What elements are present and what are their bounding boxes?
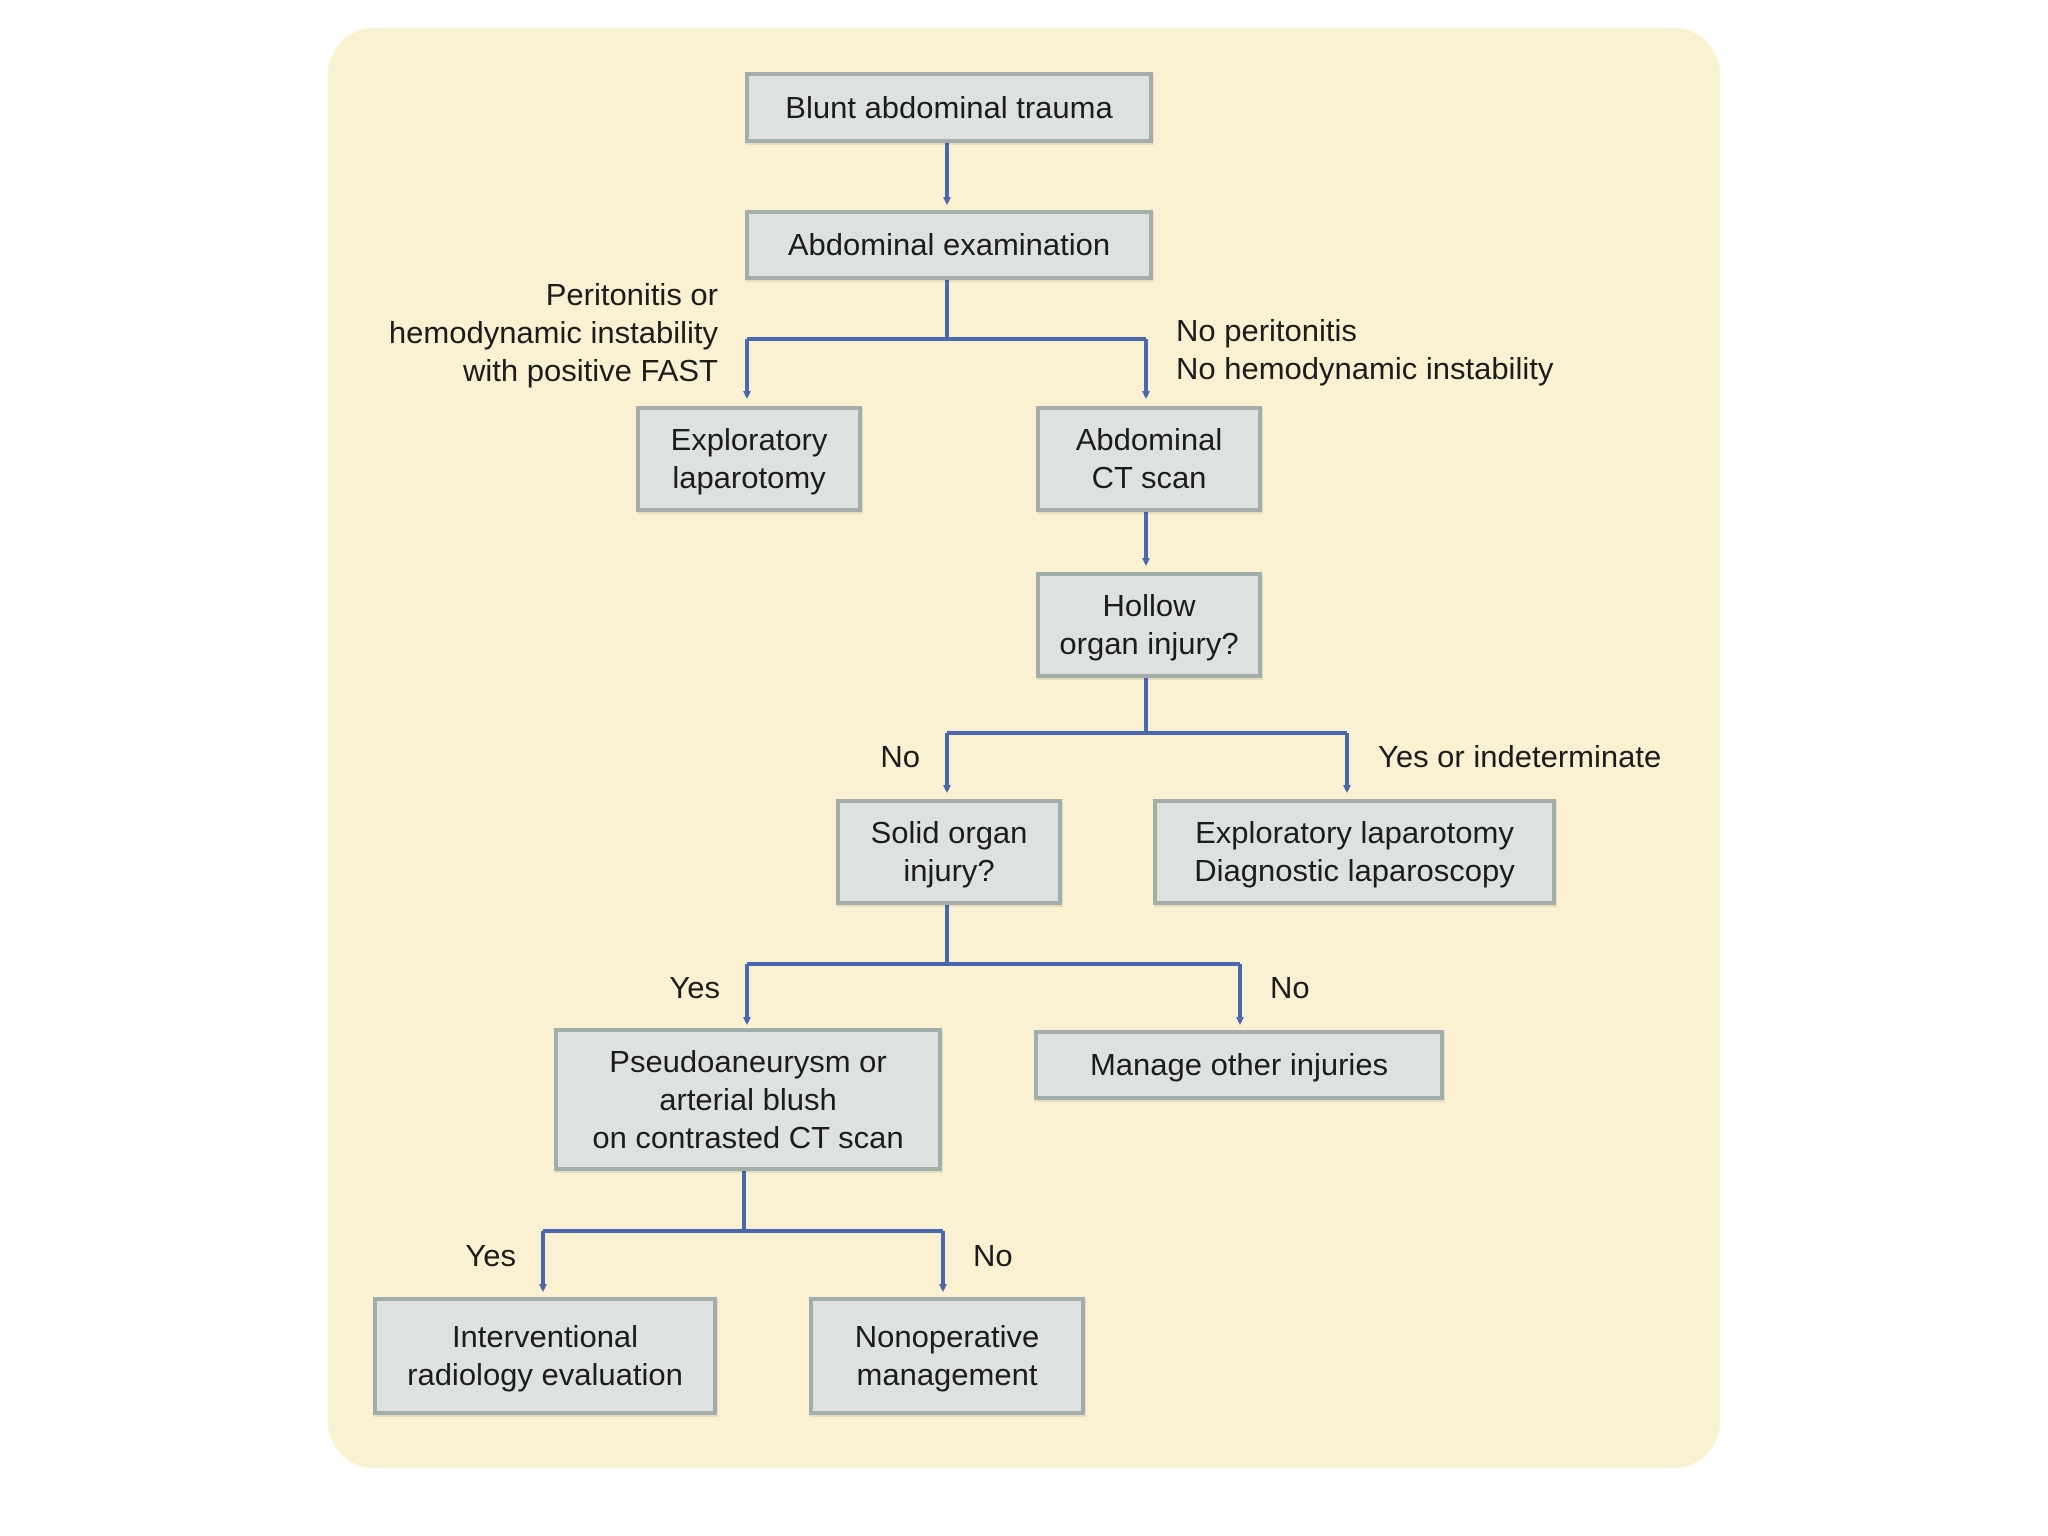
node-hollow-organ-injury: Hollow organ injury? [1036,572,1262,678]
label-peritonitis: Peritonitis or hemodynamic instability w… [388,277,718,388]
node-interventional-radiology: Interventional radiology evaluation [373,1297,717,1415]
node-manage-other-injuries: Manage other injuries [1034,1030,1444,1100]
node-exploratory-laparotomy: Exploratory laparotomy [636,406,862,512]
node-abdominal-ct-scan: Abdominal CT scan [1036,406,1262,512]
node-pseudoaneurysm: Pseudoaneurysm or arterial blush on cont… [554,1028,942,1171]
label-yes-solid: Yes [669,970,720,1005]
label-yes-pseudo: Yes [465,1238,516,1273]
label-no-solid: No [1270,970,1310,1005]
label-no-hollow: No [880,739,920,774]
label-no-peritonitis: No peritonitis No hemodynamic instabilit… [1176,313,1554,386]
label-yes-or-indeterminate: Yes or indeterminate [1378,739,1662,774]
label-no-pseudo: No [973,1238,1013,1273]
node-exploratory-or-diagnostic: Exploratory laparotomy Diagnostic laparo… [1153,799,1556,905]
node-blunt-abdominal-trauma: Blunt abdominal trauma [745,72,1153,143]
node-solid-organ-injury: Solid organ injury? [836,799,1062,905]
node-abdominal-examination: Abdominal examination [745,210,1153,280]
node-nonoperative-management: Nonoperative management [809,1297,1085,1415]
